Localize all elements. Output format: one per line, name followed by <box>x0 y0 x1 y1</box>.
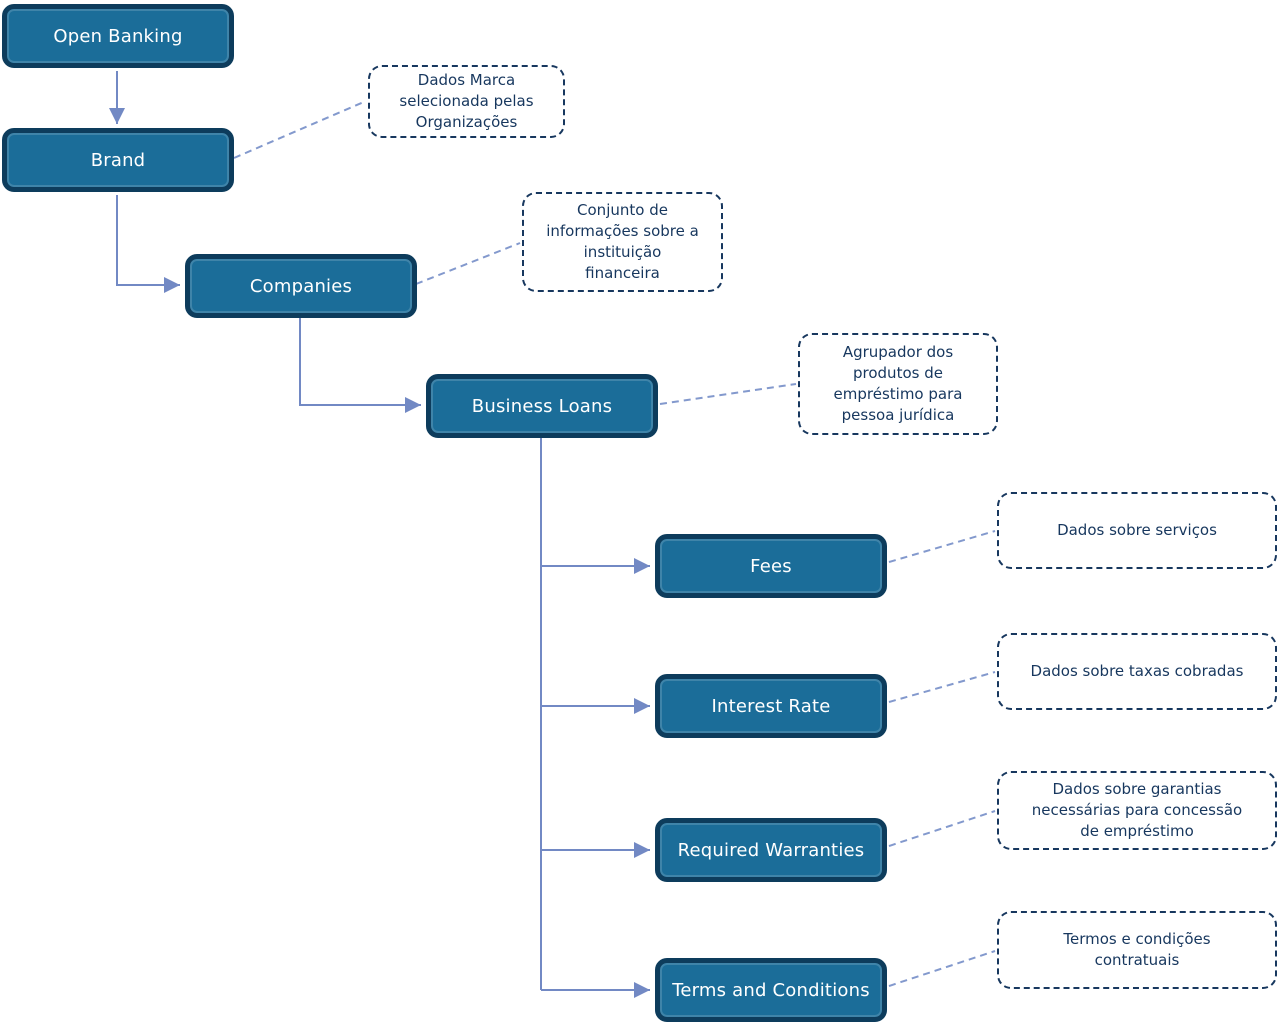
annotation-companies: Conjunto de informações sobre a institui… <box>522 192 723 292</box>
annotation-terms-and-conditions: Termos e condições contratuais <box>997 911 1277 989</box>
annotation-business-loans: Agrupador dos produtos de empréstimo par… <box>798 333 998 435</box>
edge-companies-to-business-loans <box>299 317 421 413</box>
node-terms-and-conditions: Terms and Conditions <box>655 958 887 1022</box>
link-business-loans-annotation <box>659 383 797 405</box>
node-business-loans: Business Loans <box>426 374 658 438</box>
link-companies-annotation <box>415 242 521 285</box>
link-fees-annotation <box>888 530 996 563</box>
node-open-banking: Open Banking <box>2 4 234 68</box>
edge-brand-to-companies <box>116 195 180 293</box>
node-companies: Companies <box>185 254 417 318</box>
node-required-warranties: Required Warranties <box>655 818 887 882</box>
node-brand: Brand <box>2 128 234 192</box>
annotation-required-warranties: Dados sobre garantias necessárias para c… <box>997 771 1277 850</box>
node-interest-rate: Interest Rate <box>655 674 887 738</box>
link-required-warranties-annotation <box>888 810 996 847</box>
node-fees: Fees <box>655 534 887 598</box>
annotation-fees: Dados sobre serviços <box>997 492 1277 569</box>
annotation-brand: Dados Marca selecionada pelas Organizaçõ… <box>368 65 565 138</box>
link-interest-rate-annotation <box>888 671 996 703</box>
annotation-interest-rate: Dados sobre taxas cobradas <box>997 633 1277 710</box>
link-terms-and-conditions-annotation <box>888 950 996 987</box>
link-brand-annotation <box>233 100 367 159</box>
